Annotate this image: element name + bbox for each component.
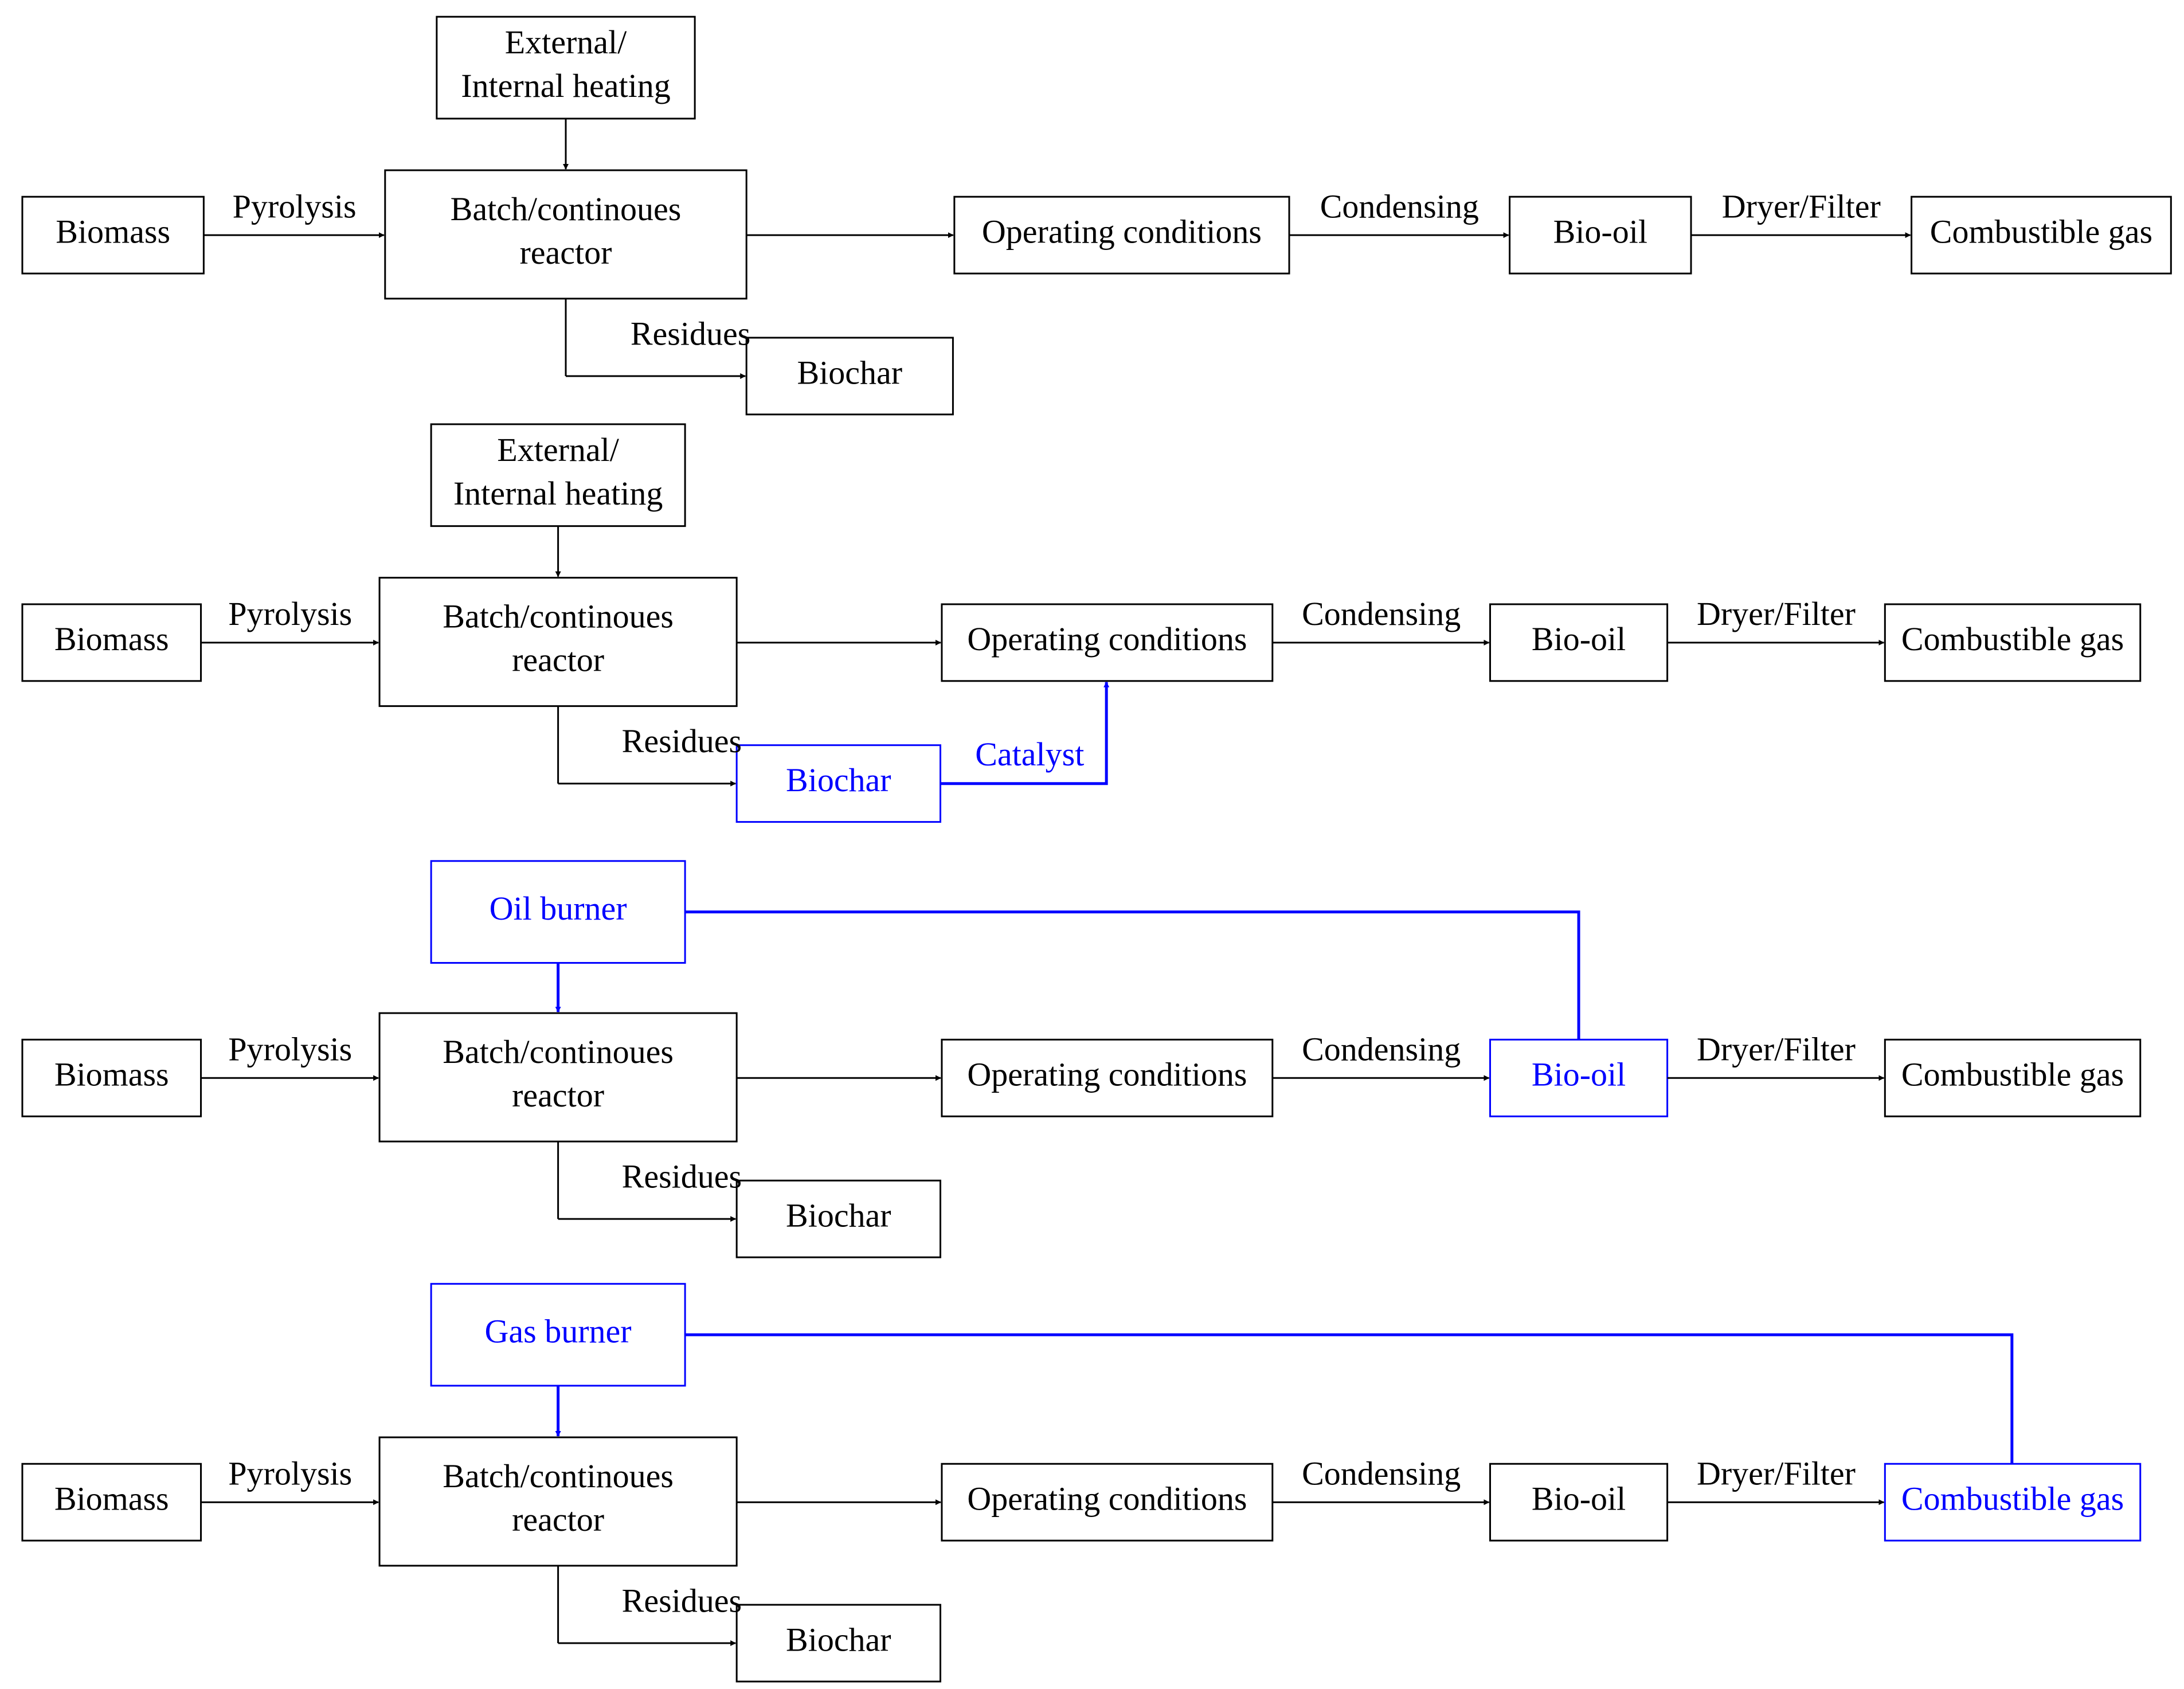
pyrolysis-label: Pyrolysis [228,595,352,632]
combustible-gas-label: Combustible gas [1930,213,2152,250]
residues-label: Residues [622,1158,742,1195]
reactor-box [384,169,747,300]
catalyst-label: Catalyst [975,736,1084,773]
dryer-label: Dryer/Filter [1722,187,1881,225]
bio-oil-label: Bio-oil [1532,1480,1626,1518]
pyrolysis-label: Pyrolysis [233,187,357,225]
catalyst-arrow [940,681,1110,785]
oil-feedback-line [685,910,1580,1040]
residues-label: Residues [622,722,742,760]
condensing-label: Condensing [1320,187,1479,225]
bio-oil-box [1509,196,1692,275]
biochar-label: Biochar [797,354,903,391]
biomass-label: Biomass [54,620,169,658]
biomass-box [21,603,202,682]
condensing-label: Condensing [1302,595,1461,632]
biochar-label: Biochar [786,1621,891,1658]
biomass-label: Biomass [54,1480,169,1518]
heating-box [436,15,696,120]
operating-conditions-box [941,1463,1274,1542]
operating-conditions-box [941,1038,1274,1117]
residues-label: Residues [631,315,750,352]
biochar-box [735,744,942,823]
heating-label: Gas burner [485,1312,632,1350]
biomass-box [21,1038,202,1117]
reactor-box [378,1436,738,1567]
biochar-box [735,1179,942,1258]
biochar-box [735,1604,942,1683]
combustible-gas-box [1884,603,2142,682]
heating-label: External/Internal heating [453,431,663,512]
combustible-gas-box [1911,196,2172,275]
combustible-gas-box [1884,1463,2142,1542]
operating-conditions-label: Operating conditions [967,620,1247,658]
biomass-label: Biomass [56,213,170,250]
dryer-label: Dryer/Filter [1697,1031,1856,1068]
bio-oil-label: Bio-oil [1553,213,1647,250]
gas-feedback-line [685,1333,2014,1464]
operating-conditions-label: Operating conditions [982,213,1262,250]
pyrolysis-label: Pyrolysis [228,1455,352,1492]
residues-label: Residues [622,1582,742,1619]
heating-label: Oil burner [490,890,627,927]
heating-box [430,423,686,527]
combustible-gas-label: Combustible gas [1901,1056,2124,1093]
operating-conditions-box [941,603,1274,682]
combustible-gas-label: Combustible gas [1901,620,2124,658]
condensing-label: Condensing [1302,1455,1461,1492]
bio-oil-box [1489,1463,1669,1542]
biochar-box [745,337,954,416]
bio-oil-box [1489,1038,1669,1117]
dryer-label: Dryer/Filter [1697,1455,1856,1492]
condensing-label: Condensing [1302,1031,1461,1068]
bio-oil-label: Bio-oil [1532,620,1626,658]
operating-conditions-label: Operating conditions [967,1056,1247,1093]
biomass-box [21,1463,202,1542]
bio-oil-box [1489,603,1669,682]
combustible-gas-label: Combustible gas [1901,1480,2124,1518]
bio-oil-label: Bio-oil [1532,1056,1626,1093]
dryer-label: Dryer/Filter [1697,595,1856,632]
operating-conditions-label: Operating conditions [967,1480,1247,1518]
combustible-gas-box [1884,1038,2142,1117]
biochar-label: Biochar [786,1197,891,1234]
biomass-label: Biomass [54,1056,169,1093]
heating-label: External/Internal heating [461,24,671,104]
biochar-label: Biochar [786,761,891,799]
pyrolysis-label: Pyrolysis [228,1031,352,1068]
operating-conditions-box [953,196,1290,275]
